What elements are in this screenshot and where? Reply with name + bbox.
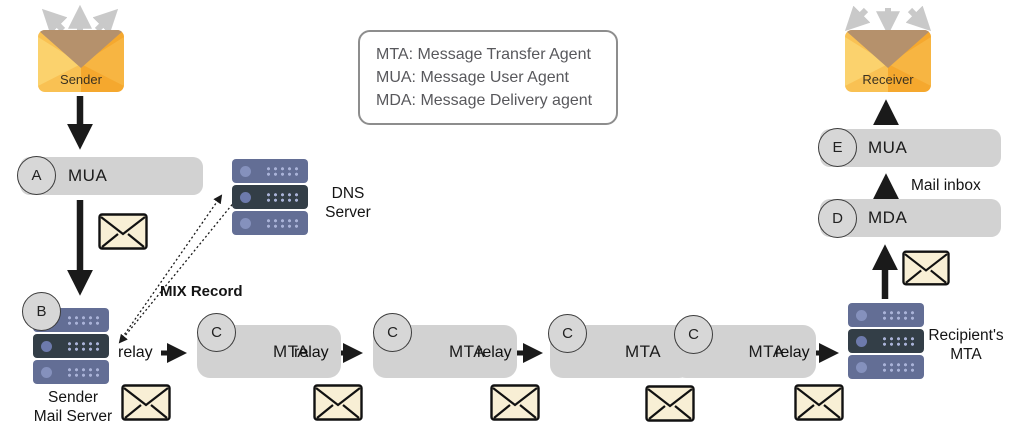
- legend-line-mda: MDA: Message Delivery agent: [376, 92, 593, 109]
- server-led: [41, 366, 52, 378]
- mail-envelope-icon: [902, 250, 950, 286]
- badge-c2: C: [373, 313, 412, 352]
- badge-c4: C: [674, 315, 713, 354]
- server-led: [240, 165, 251, 177]
- sender-mail-server-label: Sender Mail Server: [33, 389, 113, 425]
- mail-inbox-label: Mail inbox: [911, 177, 981, 194]
- server-dots: [881, 309, 916, 321]
- flow-arrows: [67, 96, 899, 299]
- server-led: [856, 361, 867, 373]
- mail-envelope-icon: [794, 384, 844, 421]
- receiver-label: Receiver: [862, 72, 914, 87]
- mail-envelope-icon: [313, 384, 363, 421]
- incoming-arrows-icon: [844, 5, 932, 36]
- server-dots: [881, 361, 916, 373]
- relay-label-3: relay: [477, 344, 512, 361]
- server-led: [41, 340, 52, 352]
- server-dots: [66, 340, 101, 352]
- legend-line-mua: MUA: Message User Agent: [376, 69, 569, 86]
- outgoing-arrows-icon: [41, 4, 119, 35]
- server-led: [240, 217, 251, 229]
- mta-2-label: MTA: [448, 341, 486, 361]
- receiver-envelope-icon: Receiver: [845, 30, 931, 92]
- dns-server-label: DNS Server: [325, 185, 371, 221]
- sender-mail-server-icon: [33, 308, 109, 384]
- badge-c3: C: [548, 314, 587, 353]
- mix-record-label: MIX Record: [160, 283, 243, 300]
- mta-3-label: MTA: [624, 341, 662, 361]
- mta-1-label: MTA: [272, 341, 310, 361]
- recipient-mta-server-icon: [848, 303, 924, 379]
- badge-c1: C: [197, 313, 236, 352]
- server-dots: [881, 335, 916, 347]
- mua-e-label: MUA: [868, 138, 908, 157]
- sender-envelope-icon: Sender: [38, 30, 124, 92]
- mail-envelope-icon: [121, 384, 171, 421]
- badge-e: E: [818, 128, 857, 167]
- server-led: [856, 335, 867, 347]
- server-dots: [265, 165, 300, 177]
- server-dots: [66, 314, 101, 326]
- server-dots: [66, 366, 101, 378]
- mail-envelope-icon: [645, 385, 695, 422]
- server-dots: [265, 217, 300, 229]
- mua-a-label: MUA: [68, 166, 108, 185]
- server-dots: [265, 191, 300, 203]
- relay-label-4: relay: [775, 344, 810, 361]
- legend-line-mta: MTA: Message Transfer Agent: [376, 46, 591, 63]
- dns-server-icon: [232, 159, 308, 235]
- badge-a: A: [17, 156, 56, 195]
- mta-4-label: MTA: [748, 341, 785, 361]
- relay-label-1: relay: [118, 344, 153, 361]
- server-led: [856, 309, 867, 321]
- mail-envelope-icon: [490, 384, 540, 421]
- legend-box: MTA: Message Transfer Agent MUA: Message…: [358, 30, 618, 125]
- badge-d: D: [818, 199, 857, 238]
- server-led: [240, 191, 251, 203]
- mda-label: MDA: [868, 208, 908, 227]
- badge-b: B: [22, 292, 61, 331]
- recipient-mta-label: Recipient's MTA: [928, 327, 1004, 363]
- mail-envelope-icon: [98, 213, 148, 250]
- relay-label-2: relay: [294, 344, 329, 361]
- sender-label: Sender: [60, 72, 102, 87]
